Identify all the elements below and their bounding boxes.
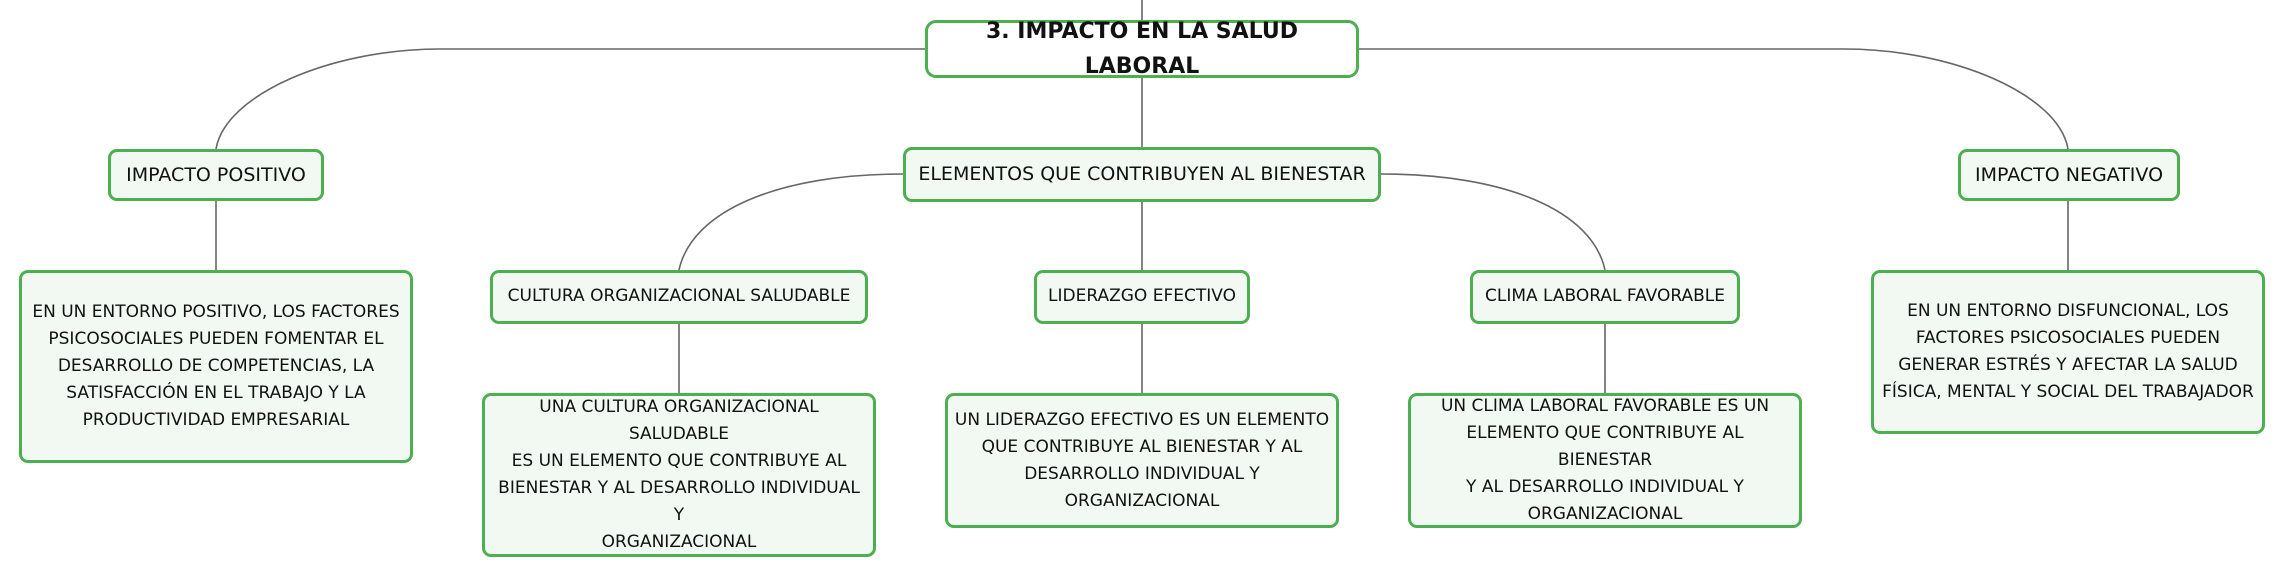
desc-line: PSICOSOCIALES PUEDEN FOMENTAR EL	[48, 329, 384, 349]
negative-impact-node[interactable]: IMPACTO NEGATIVO	[1958, 149, 2180, 201]
elements-node[interactable]: ELEMENTOS QUE CONTRIBUYEN AL BIENESTAR	[903, 147, 1381, 202]
connector-elements-culture	[678, 173, 904, 271]
root-title: 3. IMPACTO EN LA SALUD LABORAL	[985, 18, 1299, 79]
climate-node[interactable]: CLIMA LABORAL FAVORABLE	[1470, 270, 1740, 324]
root-node[interactable]: 3. IMPACTO EN LA SALUD LABORAL	[925, 19, 1359, 79]
elements-title: ELEMENTOS QUE CONTRIBUYEN AL BIENESTAR	[918, 163, 1366, 186]
positive-impact-node[interactable]: IMPACTO POSITIVO	[108, 149, 324, 201]
connector-root-positive	[215, 48, 925, 150]
negative-impact-title: IMPACTO NEGATIVO	[1974, 163, 2164, 186]
desc-line: DESARROLLO DE COMPETENCIAS, LA	[57, 356, 375, 376]
desc-line: BIENESTAR Y AL DESARROLLO INDIVIDUAL Y	[498, 478, 860, 525]
culture-title: CULTURA ORGANIZACIONAL SALUDABLE	[507, 286, 851, 307]
connector-elements-climate	[1380, 173, 1606, 271]
desc-line: ORGANIZACIONAL	[601, 532, 757, 552]
positive-impact-title: IMPACTO POSITIVO	[126, 163, 306, 186]
desc-line: EN UN ENTORNO POSITIVO, LOS FACTORES	[32, 302, 400, 322]
leadership-node[interactable]: LIDERAZGO EFECTIVO	[1034, 270, 1250, 324]
desc-line: EN UN ENTORNO DISFUNCIONAL, LOS	[1907, 301, 2229, 321]
climate-title: CLIMA LABORAL FAVORABLE	[1484, 286, 1726, 307]
desc-line: UN LIDERAZGO EFECTIVO ES UN ELEMENTO	[954, 409, 1330, 430]
desc-line: ELEMENTO QUE CONTRIBUYE AL BIENESTAR	[1466, 423, 1744, 470]
positive-impact-desc-node[interactable]: EN UN ENTORNO POSITIVO, LOS FACTORES PSI…	[19, 270, 413, 463]
desc-line: ES UN ELEMENTO QUE CONTRIBUYE AL	[511, 451, 847, 471]
culture-desc-node[interactable]: UNA CULTURA ORGANIZACIONAL SALUDABLE ES …	[482, 393, 876, 557]
desc-line: GENERAR ESTRÉS Y AFECTAR LA SALUD	[1898, 355, 2238, 375]
desc-line: UNA CULTURA ORGANIZACIONAL SALUDABLE	[539, 397, 819, 444]
desc-line: UN CLIMA LABORAL FAVORABLE ES UN	[1440, 396, 1770, 416]
desc-line: ORGANIZACIONAL	[1527, 504, 1683, 524]
desc-line: QUE CONTRIBUYE AL BIENESTAR Y AL	[981, 436, 1303, 457]
culture-node[interactable]: CULTURA ORGANIZACIONAL SALUDABLE	[490, 270, 868, 324]
leadership-title: LIDERAZGO EFECTIVO	[1048, 286, 1236, 307]
desc-line: PRODUCTIVIDAD EMPRESARIAL	[82, 410, 350, 430]
desc-line: Y AL DESARROLLO INDIVIDUAL Y	[1466, 477, 1744, 497]
leadership-desc-node[interactable]: UN LIDERAZGO EFECTIVO ES UN ELEMENTO QUE…	[945, 393, 1339, 528]
desc-line: DESARROLLO INDIVIDUAL Y	[1024, 463, 1260, 484]
desc-line: FACTORES PSICOSOCIALES PUEDEN	[1915, 328, 2221, 348]
connector-root-negative	[1359, 48, 2069, 150]
desc-line: FÍSICA, MENTAL Y SOCIAL DEL TRABAJADOR	[1882, 382, 2254, 402]
climate-desc-node[interactable]: UN CLIMA LABORAL FAVORABLE ES UN ELEMENT…	[1408, 393, 1802, 528]
desc-line: SATISFACCIÓN EN EL TRABAJO Y LA	[66, 383, 366, 403]
desc-line: ORGANIZACIONAL	[1064, 490, 1220, 511]
negative-impact-desc-node[interactable]: EN UN ENTORNO DISFUNCIONAL, LOS FACTORES…	[1871, 270, 2265, 434]
